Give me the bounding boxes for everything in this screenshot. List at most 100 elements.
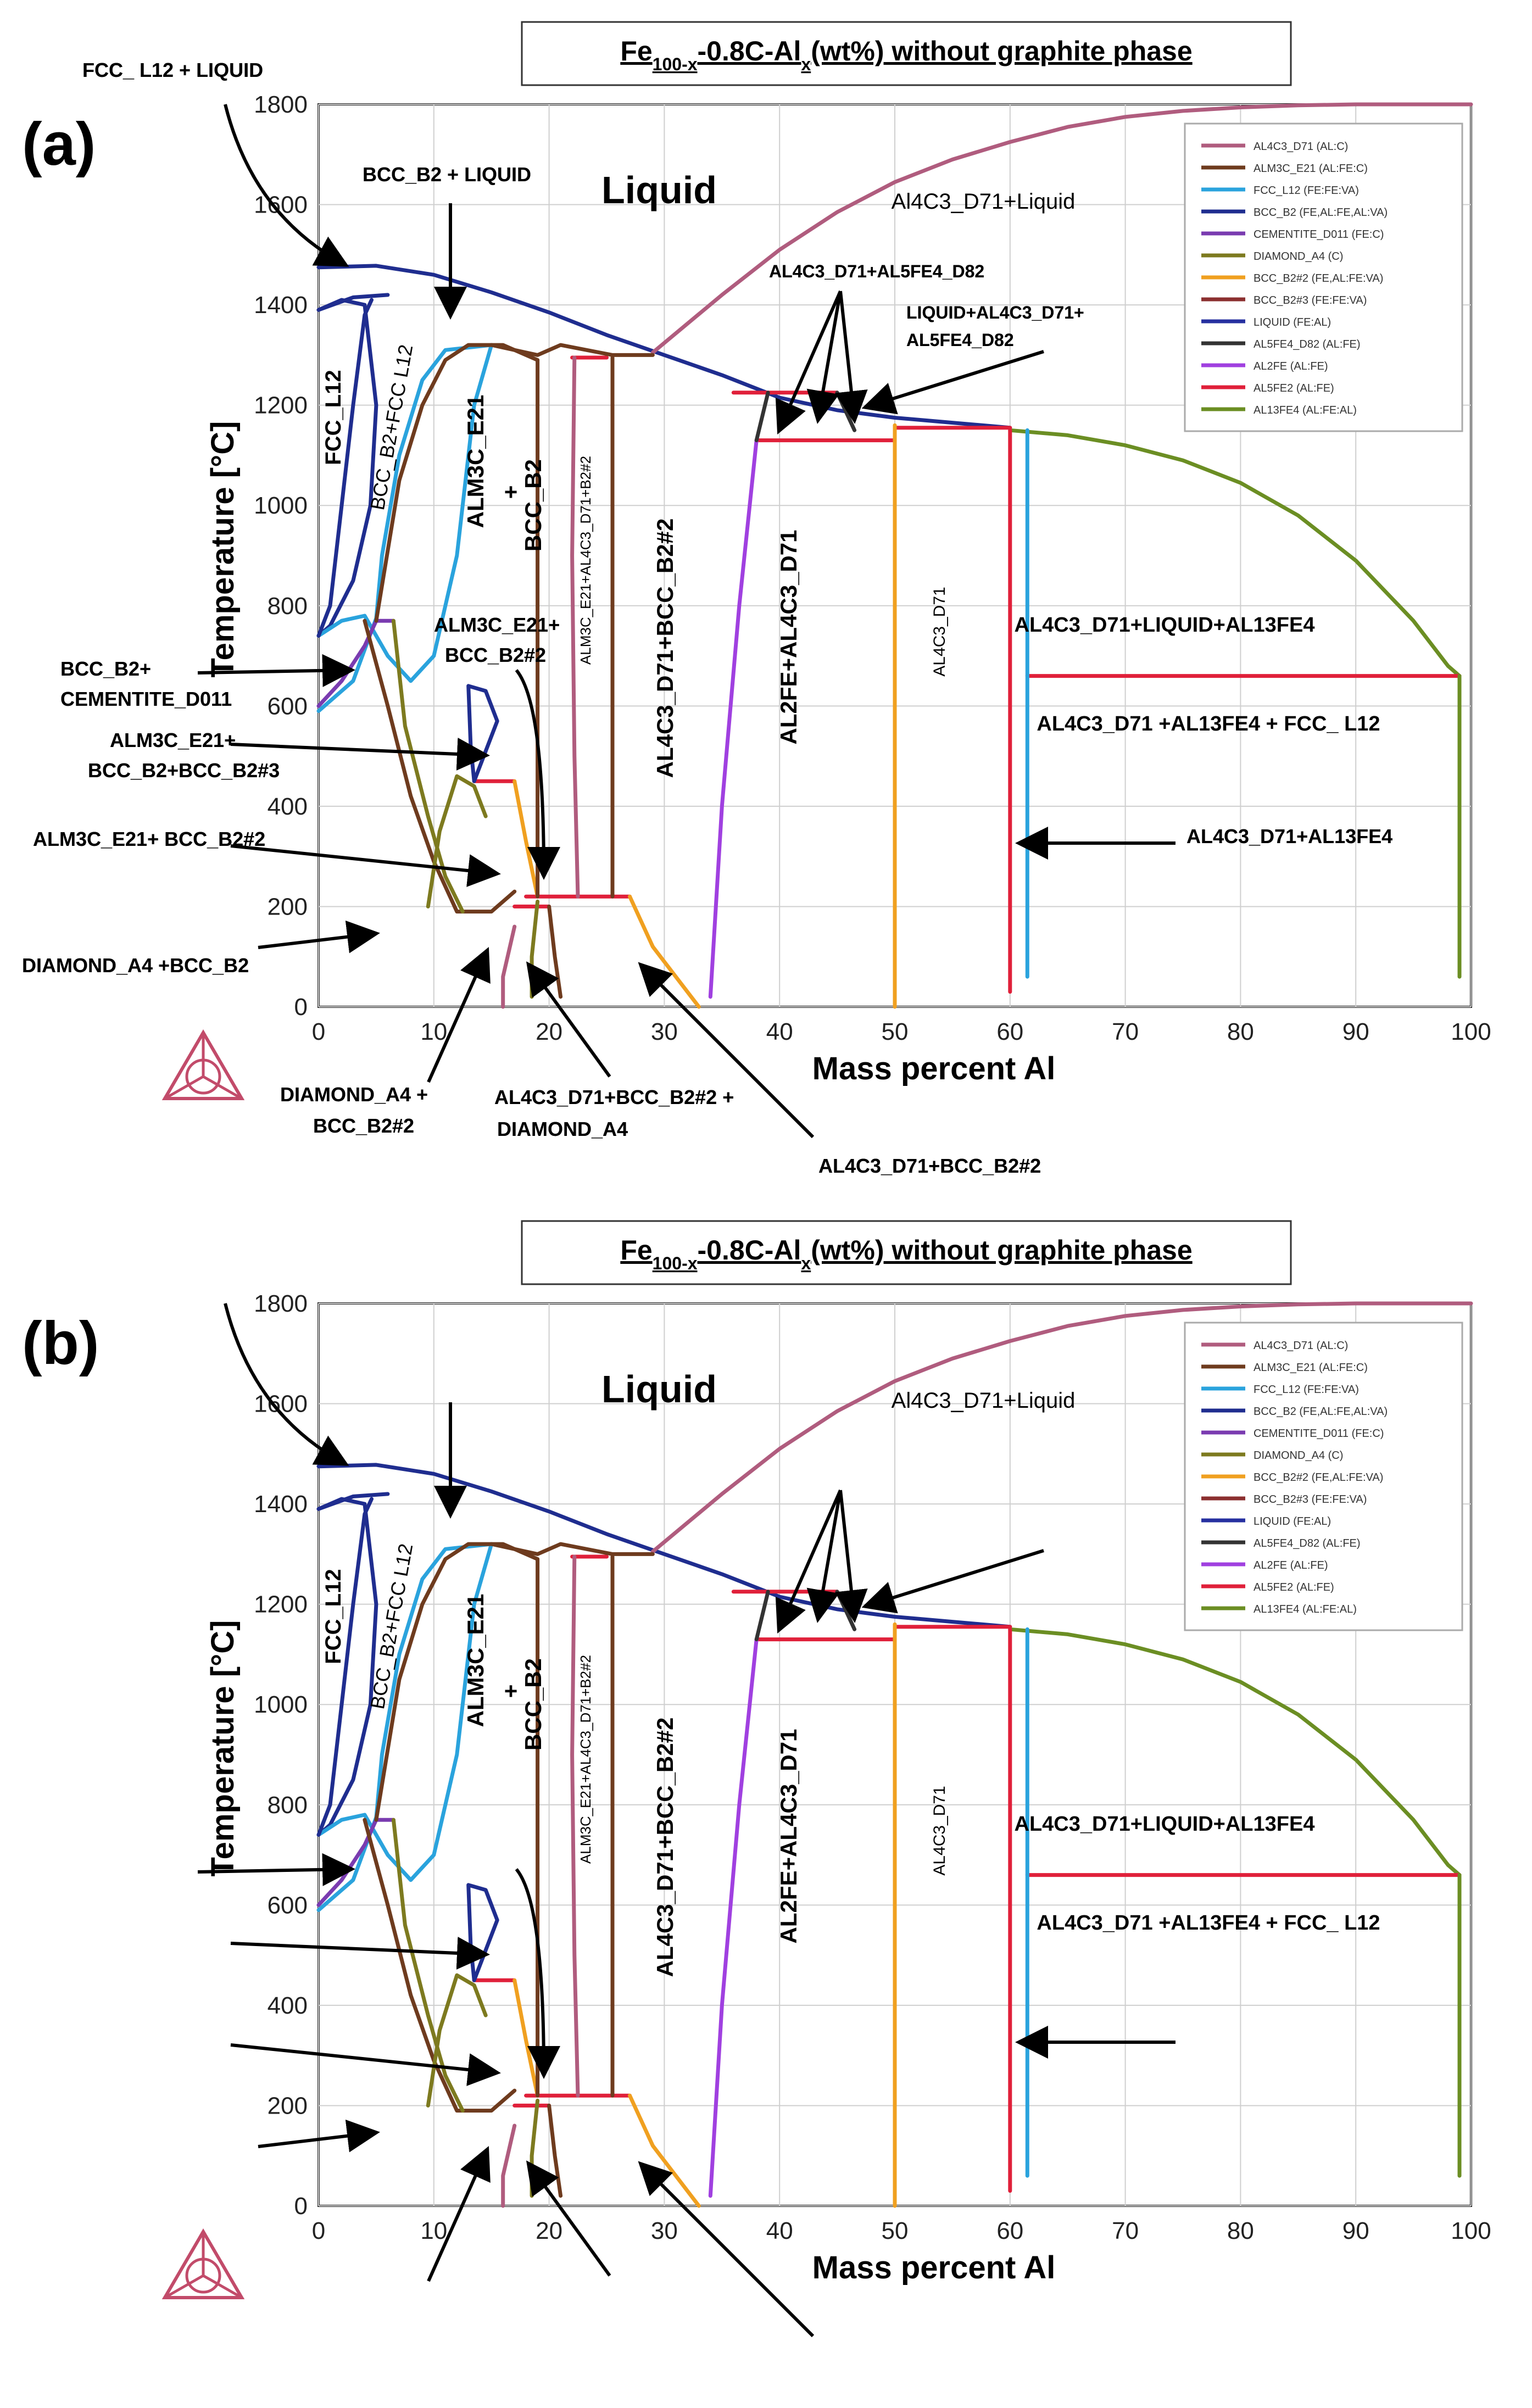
annotation-bcc-bcc3: BCC_B2+BCC_B2#3: [88, 759, 280, 782]
x-tick-label: 50: [882, 2217, 909, 2244]
x-tick-label: 80: [1227, 2217, 1254, 2244]
annotation-alm3c-bcc2: ALM3C_E21+ BCC_B2#2: [33, 828, 265, 850]
legend-entry: BCC_B2 (FE,AL:FE,AL:VA): [1254, 1406, 1388, 1418]
legend-entry: LIQUID (FE:AL): [1254, 316, 1331, 328]
x-tick-label: 100: [1451, 1018, 1491, 1045]
region-label: ALM3C_E21+AL4C3_D71+B2#2: [577, 456, 594, 665]
legend-entry: AL4C3_D71 (AL:C): [1254, 141, 1348, 153]
legend-entry: BCC_B2#2 (FE,AL:FE:VA): [1254, 272, 1383, 285]
y-tick-label: 200: [268, 893, 308, 920]
region-label: AL4C3_D71 +AL13FE4 + FCC_ L12: [1037, 1911, 1380, 1935]
annotation-arrow: [230, 2043, 501, 2086]
annotation-arrow: [197, 1853, 355, 1886]
annotation-bcc2-b: BCC_B2#2: [313, 1114, 414, 1137]
annotation-bcc2: BCC_B2#2: [445, 644, 546, 666]
region-label: FCC_L12: [321, 1569, 346, 1664]
legend-entry: AL5FE2 (AL:FE): [1254, 382, 1334, 394]
annotation-al4c3-al5fe4: AL4C3_D71+AL5FE4_D82: [769, 261, 984, 281]
annotation-al4c3-al13fe4: AL4C3_D71+AL13FE4: [1186, 825, 1392, 848]
x-tick-label: 70: [1112, 2217, 1139, 2244]
cementite-boundary: [316, 1818, 395, 1907]
y-axis-label: Temperature [°C]: [205, 1620, 241, 1877]
annotation-al5fe4: AL5FE4_D82: [906, 330, 1014, 350]
annotation-bcc2-b: BCC_B2#2: [313, 1114, 414, 1137]
legend-entry: AL13FE4 (AL:FE:AL): [1254, 1603, 1357, 1615]
diamond-boundary: [391, 1818, 465, 2113]
annotation-arrow: [806, 1490, 842, 1623]
legend-entry: AL2FE (AL:FE): [1254, 1559, 1328, 1571]
fcc-left-boundary: [316, 1497, 374, 1837]
series-liquidus_left: [316, 264, 1012, 430]
annotation-alm3c-1: ALM3C_E21+: [434, 614, 560, 636]
title-box: [521, 21, 1292, 86]
region-label: +: [504, 1678, 518, 1704]
y-tick-label: 1800: [254, 1290, 308, 1317]
legend-entry: LIQUID (FE:AL): [1254, 1515, 1331, 1528]
logo-triangle: [161, 2228, 245, 2299]
region-label: AL4C3_D71+LIQUID+AL13FE4: [1015, 1813, 1315, 1836]
region-label: BCC_B2: [520, 459, 546, 551]
annotation-alm3c-2: ALM3C_E21+: [110, 729, 236, 751]
annotation-arrow: [224, 1303, 349, 1466]
series-al4c3_liquidus: [650, 102, 1473, 355]
region-label: AL4C3_D71: [931, 1786, 949, 1875]
legend-entry: BCC_B2 (FE,AL:FE,AL:VA): [1254, 207, 1388, 219]
x-axis-label: Mass percent Al: [812, 2250, 1056, 2286]
annotation-bcc2: BCC_B2#2: [445, 644, 546, 666]
panel-a: Fe100-x-0.8C-Alx(wt%) without graphite p…: [22, 21, 1491, 1177]
annotation-arrow: [427, 947, 491, 1083]
series-al13fe4_liquidus: [1008, 428, 1462, 678]
legend-entry: AL2FE (AL:FE): [1254, 360, 1328, 372]
annotation-bcc-liquid: BCC_B2 + LIQUID: [363, 163, 531, 186]
series-al4c3_liquidus: [650, 1301, 1473, 1554]
diamond-boundary: [391, 618, 465, 914]
annotation-liquid-al4c3: LIQUID+AL4C3_D71+: [906, 303, 1084, 322]
y-tick-label: 400: [268, 793, 308, 820]
legend-entry: AL5FE4_D82 (AL:FE): [1254, 338, 1361, 350]
annotation-arrow: [230, 1936, 490, 1970]
x-tick-label: 90: [1342, 1018, 1369, 1045]
region-label: Al4C3_D71+Liquid: [892, 1389, 1076, 1413]
x-tick-label: 40: [766, 1018, 793, 1045]
region-label: FCC_L12: [321, 370, 346, 465]
legend-entry: DIAMOND_A4 (C): [1254, 1450, 1343, 1462]
x-tick-label: 30: [651, 1018, 678, 1045]
annotation-arrow: [258, 920, 380, 954]
region-label: BCC_B2: [520, 1658, 546, 1751]
annotation-diamond: DIAMOND_A4: [497, 1118, 628, 1140]
annotation-arrow: [258, 2119, 380, 2153]
annotation-arrow: [806, 291, 842, 424]
x-tick-label: 80: [1227, 1018, 1254, 1045]
software-logo: [161, 1029, 245, 1100]
annotation-arrow: [224, 104, 349, 267]
annotation-liquid-al4c3: LIQUID+AL4C3_D71+: [906, 303, 1084, 322]
y-tick-label: 400: [268, 1992, 308, 2019]
y-tick-label: 1800: [254, 91, 308, 118]
alm3c-top: [489, 1542, 655, 1556]
series-liquidus_left: [316, 1463, 1012, 1629]
region-label: ALM3C_E21+AL4C3_D71+B2#2: [577, 1655, 594, 1864]
alm3c-upper-boundary: [374, 343, 540, 623]
logo-ring: [185, 1058, 221, 1095]
series-al13fe4_liquidus: [1008, 1627, 1462, 1877]
annotation-al4c3-al5fe4: AL4C3_D71+AL5FE4_D82: [769, 261, 984, 281]
bcc-upper-boundary: [316, 1492, 390, 1511]
region-label: AL4C3_D71+BCC_B2#2: [652, 519, 678, 778]
annotation-al4c3-bcc2-diamond: AL4C3_D71+BCC_B2#2 +: [494, 1086, 734, 1108]
logo-spokes: [164, 2232, 243, 2299]
x-tick-label: 60: [996, 2217, 1023, 2244]
y-tick-label: 1000: [254, 492, 308, 519]
annotation-diamond-a4: DIAMOND_A4 +: [280, 1083, 428, 1106]
annotation-diamond-bcc: DIAMOND_A4 +BCC_B2: [22, 954, 249, 977]
panel-label: (b): [22, 1309, 99, 1377]
annotation-arrow: [230, 737, 490, 771]
al5fe4-left: [754, 391, 770, 443]
title-box: [521, 1220, 1292, 1285]
y-tick-label: 600: [268, 1892, 308, 1919]
annotation-arrow: [834, 1490, 868, 1623]
logo-spokes: [164, 1033, 243, 1100]
al5fe4-left: [754, 1590, 770, 1642]
chart-title: Fe100-x-0.8C-Alx(wt%) without graphite p…: [620, 36, 1192, 74]
annotation-arrow: [775, 290, 842, 434]
legend-entry: DIAMOND_A4 (C): [1254, 250, 1343, 263]
